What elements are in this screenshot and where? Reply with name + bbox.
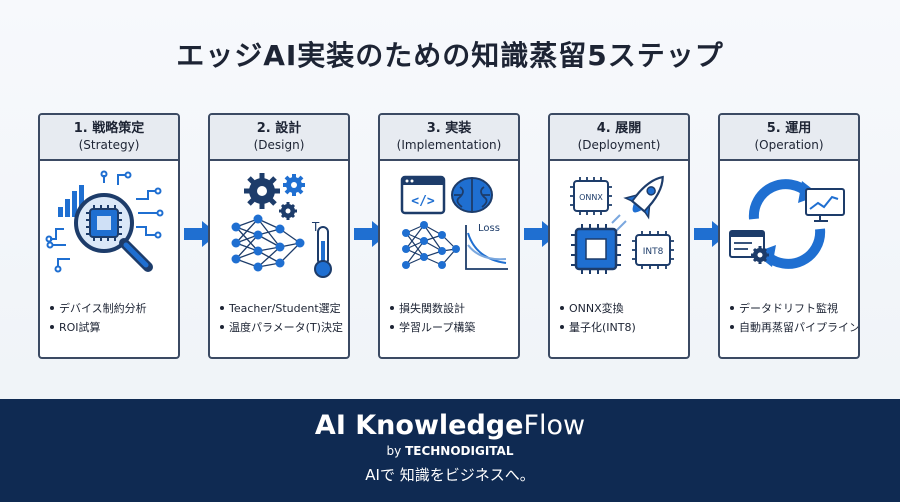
footer-banner: AI KnowledgeFlow by TECHNODIGITAL AIで 知識… — [0, 399, 900, 502]
step-title: 4. 展開 — [596, 121, 642, 136]
code-brain-loss-icon: </> Loss — [400, 175, 508, 270]
bullet-item: 損失関数設計 — [388, 299, 518, 318]
step-header: 4. 展開 (Deployment) — [550, 115, 688, 161]
step-subtitle: (Operation) — [754, 138, 824, 152]
magnifier-chip-icon — [45, 170, 164, 273]
loss-label: Loss — [478, 223, 500, 234]
step-card-operation: 5. 運用 (Operation) データドリフト監視 自動再蒸留パイプライン — [718, 113, 860, 359]
step-card-implementation: 3. 実装 (Implementation) </> — [378, 113, 520, 359]
step-title: 5. 運用 — [766, 121, 812, 136]
bullet-item: 温度パラメータ(T)決定 — [218, 318, 348, 337]
step-subtitle: (Strategy) — [78, 138, 140, 152]
step-title: 2. 設計 — [256, 121, 302, 136]
step-header: 1. 戦略策定 (Strategy) — [40, 115, 178, 161]
brand-byline: by TECHNODIGITAL — [386, 444, 514, 458]
step-title: 1. 戦略策定 — [73, 121, 145, 136]
step-bullets: データドリフト監視 自動再蒸留パイプライン — [728, 299, 858, 337]
step-header: 5. 運用 (Operation) — [720, 115, 858, 161]
step-card-deployment: 4. 展開 (Deployment) ONNX — [548, 113, 690, 359]
svg-text:</>: </> — [411, 194, 435, 209]
onnx-label: ONNX — [579, 193, 603, 202]
page-title: エッジAI実装のための知識蒸留5ステップ — [176, 39, 724, 72]
step-bullets: デバイス制約分析 ROI試算 — [48, 299, 178, 337]
bullet-item: 学習ループ構築 — [388, 318, 518, 337]
step-card-design: 2. 設計 (Design) — [208, 113, 350, 359]
steps-flow: 1. 戦略策定 (Strategy) — [38, 113, 862, 359]
bullet-item: ONNX変換 — [558, 299, 688, 318]
int8-label: INT8 — [643, 247, 664, 257]
step-bullets: Teacher/Student選定 温度パラメータ(T)決定 — [218, 299, 348, 337]
step-title: 3. 実装 — [426, 121, 472, 136]
step-subtitle: (Deployment) — [577, 138, 661, 152]
brand-tagline: AIで 知識をビジネスへ。 — [365, 466, 535, 484]
step-subtitle: (Implementation) — [396, 138, 502, 152]
step-header: 2. 設計 (Design) — [210, 115, 348, 161]
bullet-item: Teacher/Student選定 — [218, 299, 348, 318]
bullet-item: デバイス制約分析 — [48, 299, 178, 318]
bullet-item: ROI試算 — [48, 318, 178, 337]
svg-text:T: T — [311, 220, 320, 234]
bullet-item: 量子化(INT8) — [558, 318, 688, 337]
bullet-item: 自動再蒸留パイプライン — [728, 318, 858, 337]
step-bullets: ONNX変換 量子化(INT8) — [558, 299, 688, 337]
gears-network-thermometer-icon: T — [231, 173, 332, 278]
bullet-item: データドリフト監視 — [728, 299, 858, 318]
cycle-monitor-icon — [729, 179, 845, 269]
step-header: 3. 実装 (Implementation) — [380, 115, 518, 161]
rocket-chip-icon: ONNX INT8 — [570, 175, 674, 274]
brand-logo: AI KnowledgeFlow — [314, 410, 586, 441]
step-subtitle: (Design) — [253, 138, 305, 152]
step-card-strategy: 1. 戦略策定 (Strategy) — [38, 113, 180, 359]
step-bullets: 損失関数設計 学習ループ構築 — [388, 299, 518, 337]
